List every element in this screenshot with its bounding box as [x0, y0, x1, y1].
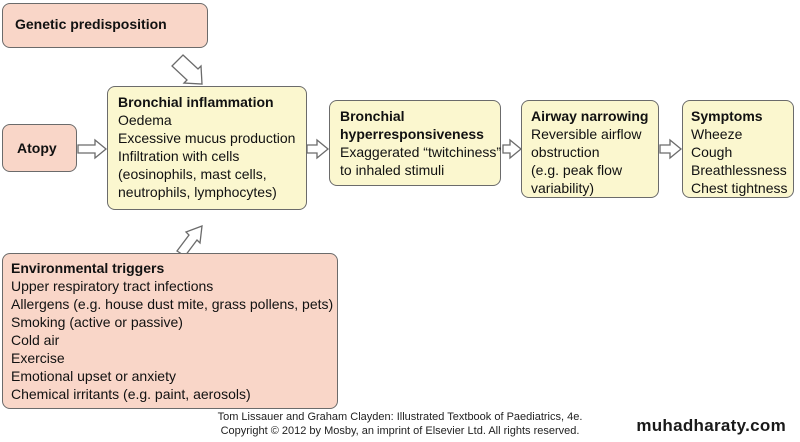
inflammation-line: Excessive mucus production — [118, 130, 296, 146]
environmental-triggers-title: Environmental triggers — [11, 260, 165, 276]
bronchial-inflammation-box: Bronchial inflammation Oedema Excessive … — [107, 86, 307, 210]
symptom-item: Chest tightness — [691, 180, 788, 196]
airway-narrowing-title: Airway narrowing — [531, 108, 649, 124]
trigger-item: Allergens (e.g. house dust mite, grass p… — [11, 296, 334, 312]
credit-line: Tom Lissauer and Graham Clayden: Illustr… — [217, 411, 583, 423]
symptoms-title: Symptoms — [691, 108, 763, 124]
inflammation-line: (eosinophils, mast cells, — [118, 166, 267, 182]
atopy-title: Atopy — [17, 140, 57, 156]
trigger-item: Smoking (active or passive) — [11, 314, 183, 330]
symptom-item: Cough — [691, 144, 733, 160]
copyright-credit: Tom Lissauer and Graham Clayden: Illustr… — [185, 410, 615, 438]
inflammation-line: Oedema — [118, 112, 172, 128]
arrow-airway-to-symptoms — [659, 138, 683, 160]
trigger-item: Exercise — [11, 350, 65, 366]
airway-line: Reversible airflow — [531, 126, 642, 142]
arrow-atopy-to-inflammation — [77, 138, 108, 160]
hyperresponsiveness-line: Exaggerated “twitchiness” — [340, 144, 502, 160]
credit-line: Copyright © 2012 by Mosby, an imprint of… — [220, 425, 580, 437]
hyperresponsiveness-box: Bronchial hyperresponsiveness Exaggerate… — [329, 100, 501, 186]
symptoms-box: Symptoms Wheeze Cough Breathlessness Che… — [682, 100, 794, 198]
bronchial-inflammation-title: Bronchial inflammation — [118, 94, 274, 110]
trigger-item: Upper respiratory tract infections — [11, 278, 214, 294]
trigger-item: Cold air — [11, 332, 60, 348]
genetic-predisposition-title: Genetic predisposition — [15, 16, 167, 32]
arrow-genetic-to-inflammation — [171, 54, 203, 85]
airway-line: obstruction — [531, 144, 600, 160]
arrow-inflammation-to-hyper — [306, 138, 330, 160]
airway-line: (e.g. peak flow — [531, 162, 623, 178]
airway-line: variability) — [531, 180, 595, 196]
trigger-item: Emotional upset or anxiety — [11, 368, 176, 384]
atopy-box: Atopy — [2, 124, 77, 172]
trigger-item: Chemical irritants (e.g. paint, aerosols… — [11, 386, 251, 402]
arrow-hyper-to-airway — [502, 138, 523, 160]
inflammation-line: neutrophils, lymphocytes) — [118, 184, 277, 200]
symptom-item: Breathlessness — [691, 162, 787, 178]
hyperresponsiveness-title: hyperresponsiveness — [340, 126, 484, 142]
airway-narrowing-box: Airway narrowing Reversible airflow obst… — [521, 100, 659, 198]
inflammation-line: Infiltration with cells — [118, 148, 240, 164]
symptom-item: Wheeze — [691, 126, 743, 142]
environmental-triggers-box: Environmental triggers Upper respiratory… — [2, 253, 338, 409]
genetic-predisposition-box: Genetic predisposition — [2, 3, 208, 48]
hyperresponsiveness-line: to inhaled stimuli — [340, 162, 445, 178]
arrow-env-to-inflammation — [176, 225, 203, 257]
watermark: muhadharaty.com — [636, 416, 786, 435]
hyperresponsiveness-title: Bronchial — [340, 108, 405, 124]
